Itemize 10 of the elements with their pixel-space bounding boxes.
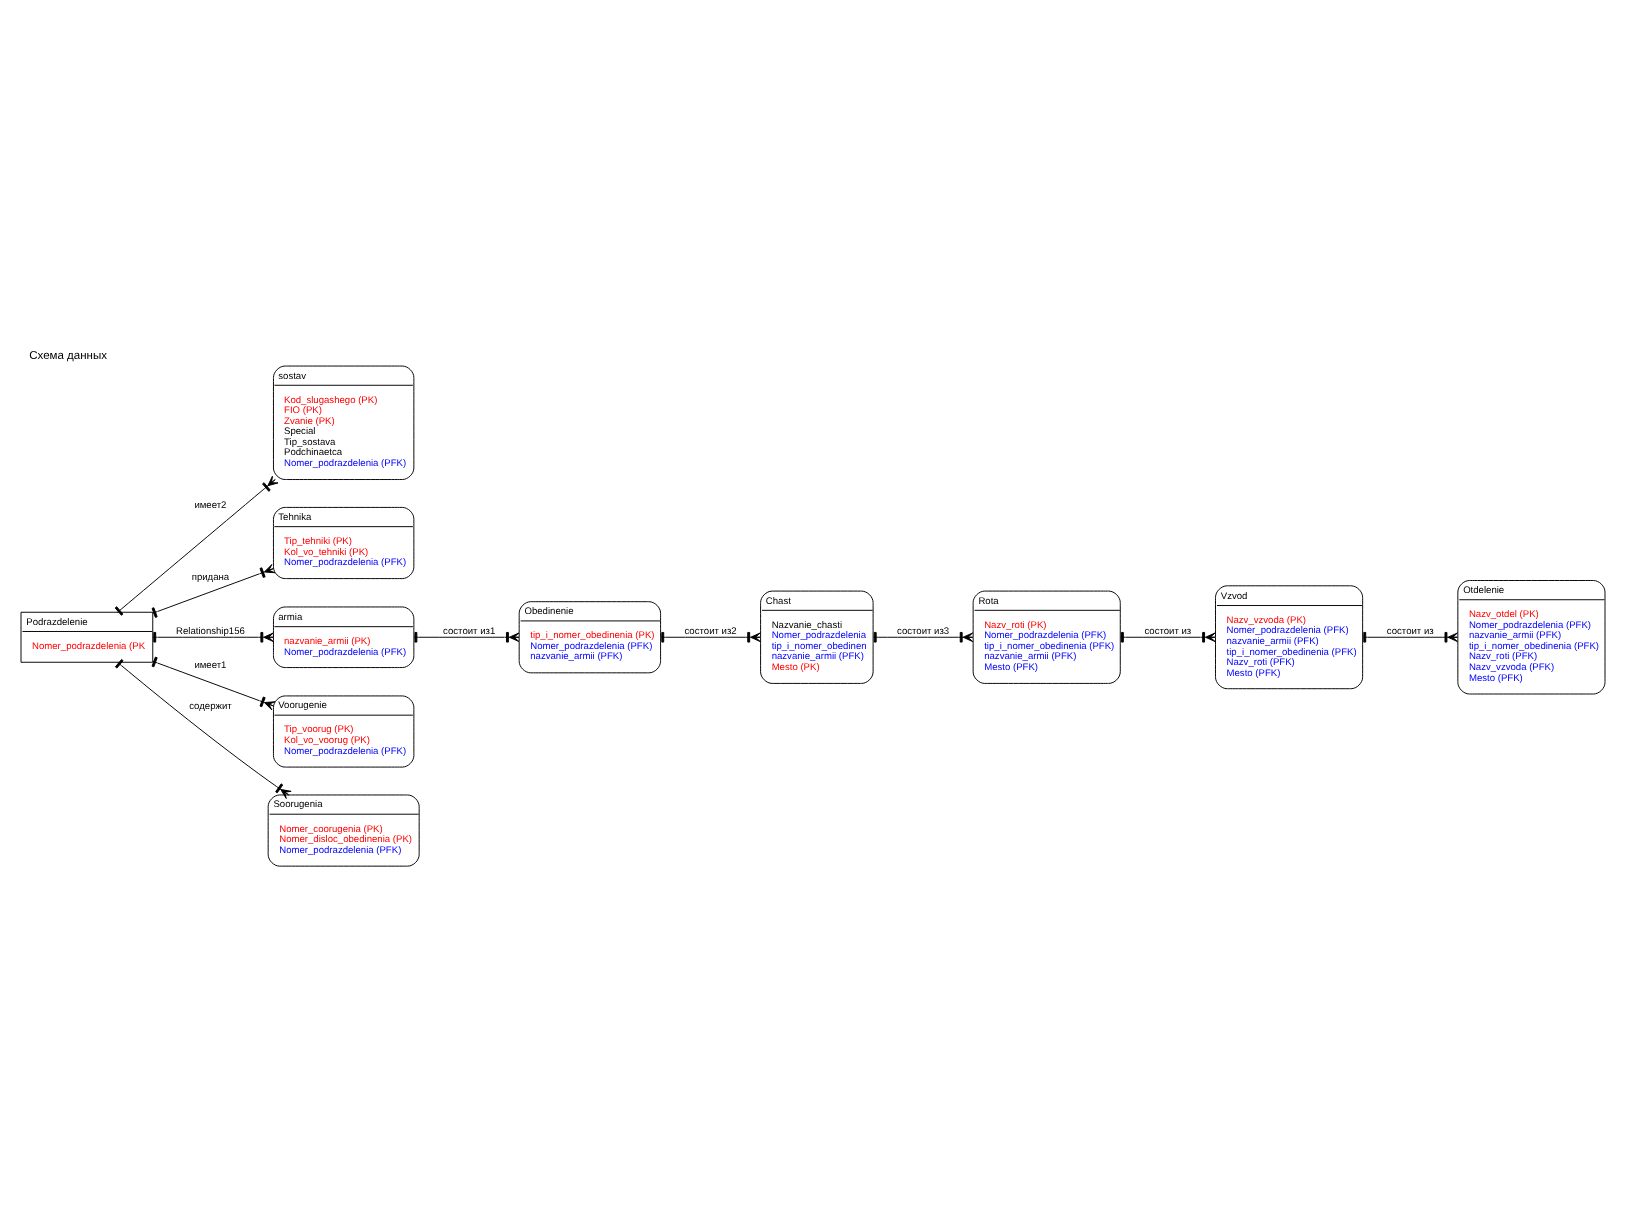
connector bbox=[660, 630, 761, 642]
connector bbox=[152, 630, 274, 642]
connector bbox=[413, 630, 520, 642]
connector bbox=[1362, 630, 1458, 642]
connector bbox=[872, 630, 974, 642]
connector bbox=[114, 657, 292, 798]
connector bbox=[151, 563, 276, 617]
connector bbox=[151, 655, 276, 710]
connector bbox=[1120, 630, 1216, 642]
connector bbox=[114, 474, 279, 615]
